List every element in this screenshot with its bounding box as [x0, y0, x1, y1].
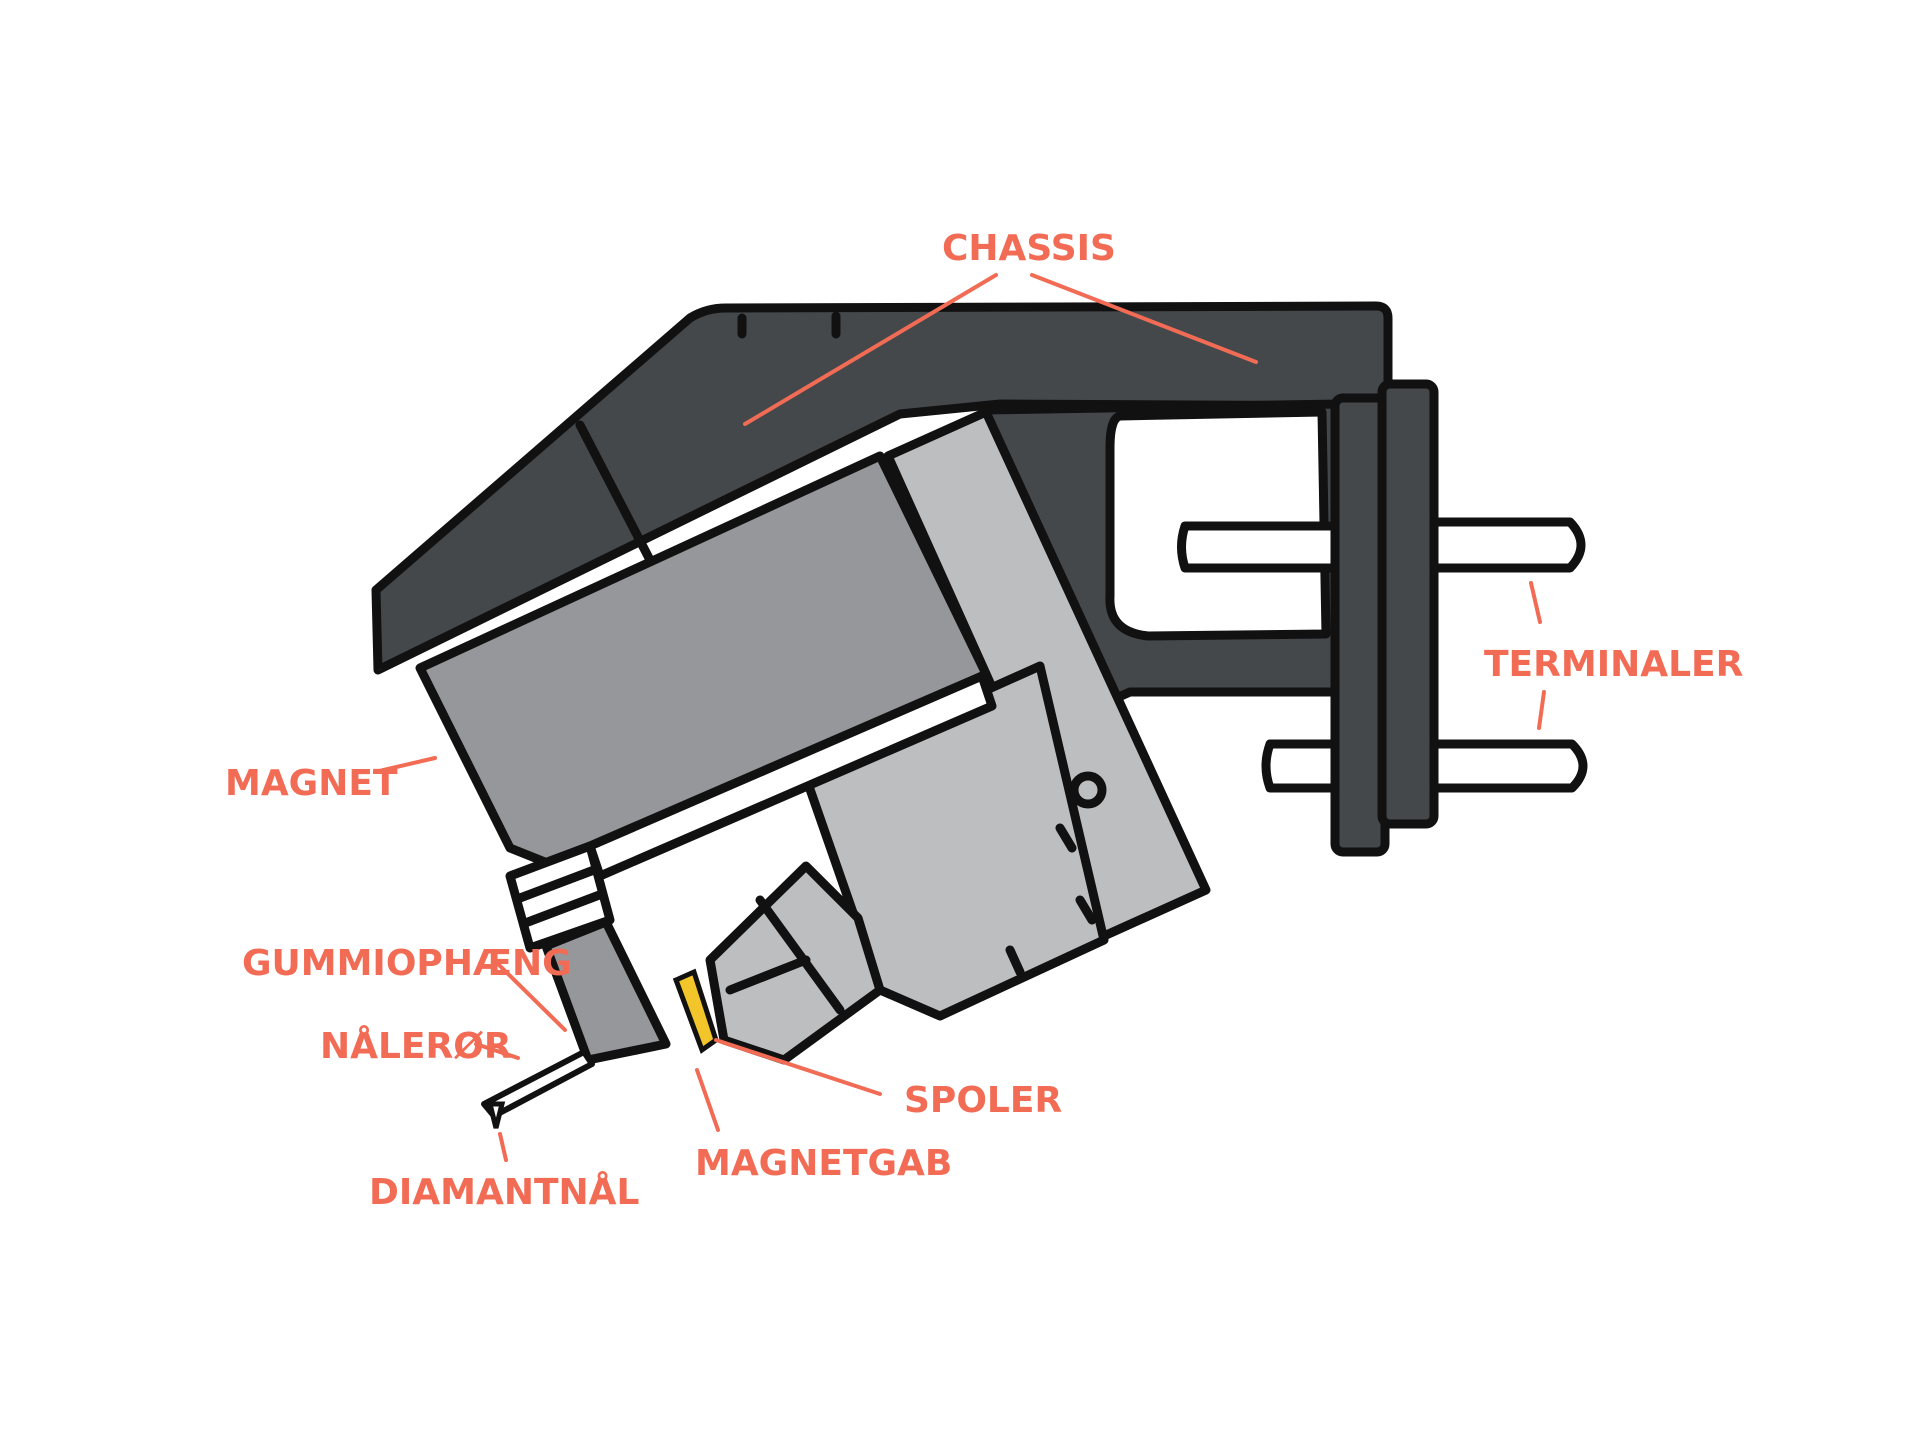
leader-naleror — [474, 1042, 520, 1060]
coil-assembly — [705, 861, 885, 1065]
diamond-stylus — [486, 1101, 506, 1129]
leader-terminaler-top — [1529, 581, 1542, 624]
labels: CHASSIS TERMINALER MAGNET GUMMIOPHÆNG NÅ… — [225, 228, 1743, 1213]
leader-magnetgab — [695, 1068, 720, 1132]
label-terminaler: TERMINALER — [1484, 644, 1743, 685]
terminal-plate — [1330, 379, 1439, 857]
leader-magnet — [373, 756, 437, 774]
label-naleror: NÅLERØR — [320, 1025, 512, 1067]
label-diamantnal: DIAMANTNÅL — [369, 1171, 639, 1213]
leader-spoler — [714, 1038, 882, 1096]
terminal-pins — [1177, 517, 1588, 793]
label-spoler: SPOLER — [904, 1080, 1062, 1121]
label-chassis: CHASSIS — [942, 228, 1116, 269]
leader-diamantnal — [498, 1132, 508, 1162]
label-gummiophaeng: GUMMIOPHÆNG — [242, 943, 572, 984]
armature-block — [541, 917, 671, 1065]
leader-gummiophaeng — [495, 961, 567, 1032]
leader-chassis-left — [743, 273, 998, 426]
leader-terminaler-bottom — [1537, 690, 1546, 730]
label-magnetgab: MAGNETGAB — [695, 1143, 952, 1184]
rubber-suspension — [505, 841, 615, 953]
leader-lines — [373, 273, 1546, 1162]
label-magnet: MAGNET — [225, 763, 398, 804]
leader-chassis-right — [1030, 273, 1258, 364]
